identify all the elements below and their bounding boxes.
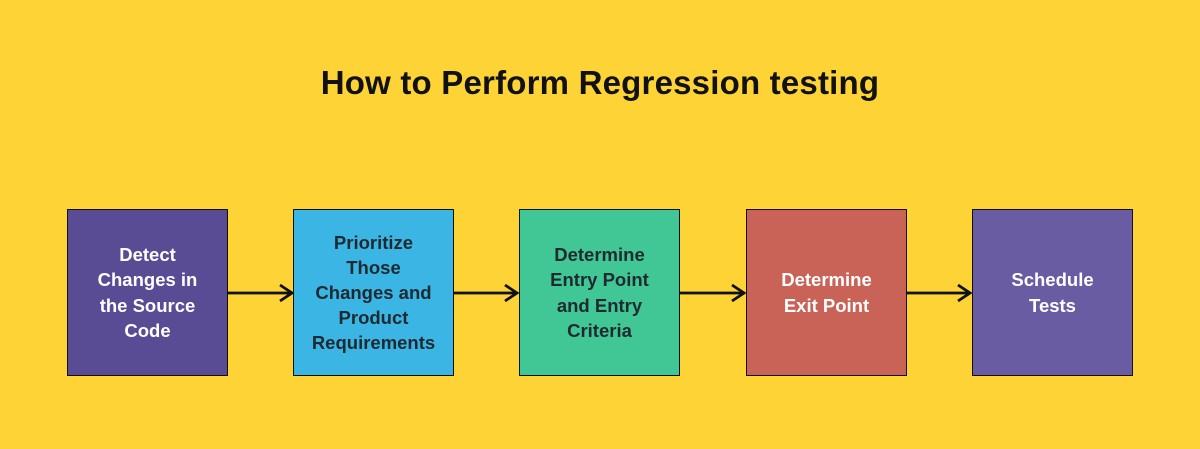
arrow-right-icon (453, 283, 519, 303)
flow-arrow-2 (453, 277, 519, 309)
flow-arrow-4 (906, 277, 972, 309)
flow-step-detect-changes: Detect Changes in the Source Code (67, 209, 228, 376)
flow-arrow-3 (680, 277, 746, 309)
flow-step-exit-point: Determine Exit Point (746, 209, 907, 376)
flow-step-schedule-tests: Schedule Tests (972, 209, 1133, 376)
flow-step-label: Prioritize Those Changes and Product Req… (311, 231, 436, 354)
flow-step-label: Schedule Tests (1011, 269, 1094, 316)
flow-step-label: Detect Changes in the Source Code (97, 244, 198, 341)
diagram-title: How to Perform Regression testing (320, 64, 880, 101)
arrow-right-icon (906, 283, 972, 303)
flow-step-prioritize-changes: Prioritize Those Changes and Product Req… (293, 209, 454, 376)
arrow-right-icon (228, 283, 294, 303)
flow-arrow-1 (228, 277, 294, 309)
flow-step-label: Determine Exit Point (781, 269, 872, 316)
flow-step-label: Determine Entry Point and Entry Criteria (550, 244, 649, 341)
flow-step-entry-point: Determine Entry Point and Entry Criteria (519, 209, 680, 376)
arrow-right-icon (680, 283, 746, 303)
